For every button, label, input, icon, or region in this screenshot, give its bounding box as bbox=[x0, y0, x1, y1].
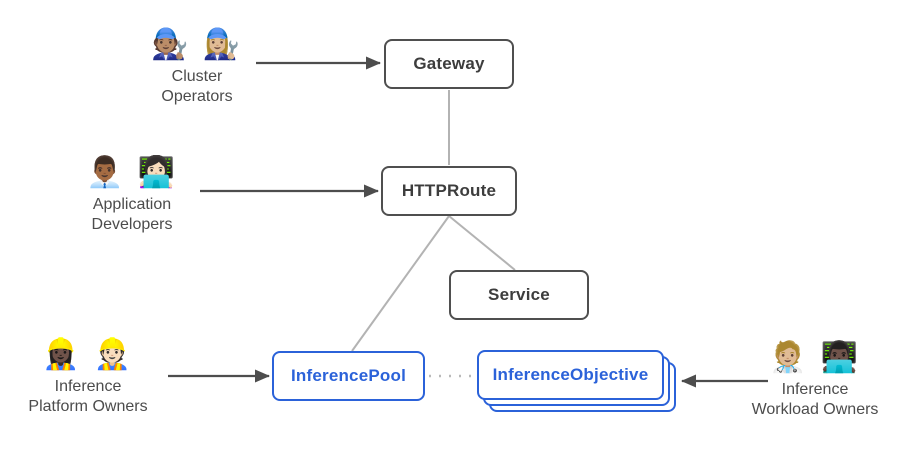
office-worker-technologist-emoji-icon: 👨🏾‍💼 👩🏻‍💻 bbox=[85, 156, 179, 189]
inference-pool-node: InferencePool bbox=[272, 351, 425, 401]
mechanics-emoji-icon: 🧑🏽‍🔧 👩🏼‍🔧 bbox=[150, 28, 244, 61]
inference-objective-node: InferenceObjective bbox=[477, 350, 664, 400]
inference-pool-node-label: InferencePool bbox=[290, 366, 407, 385]
gateway-node-label: Gateway bbox=[413, 54, 485, 73]
inference-workload-owners-actor: 🧑🏼‍⚕️ 👨🏿‍💻 Inference Workload Owners bbox=[727, 338, 902, 420]
inference-platform-owners-actor: 👷🏿‍♀️ 👷🏻 Inference Platform Owners bbox=[0, 335, 176, 417]
construction-workers-emoji-icon: 👷🏿‍♀️ 👷🏻 bbox=[41, 338, 135, 371]
service-node-label: Service bbox=[488, 285, 550, 304]
inference-platform-owners-label: Inference Platform Owners bbox=[28, 378, 148, 415]
application-developers-actor: 👨🏾‍💼 👩🏻‍💻 Application Developers bbox=[52, 153, 212, 235]
application-developers-label: Application Developers bbox=[91, 196, 173, 233]
httproute-inferencepool-connector bbox=[351, 215, 450, 352]
inference-workload-owners-label: Inference Workload Owners bbox=[751, 381, 879, 418]
inference-objective-node-label: InferenceObjective bbox=[492, 365, 649, 384]
gateway-node: Gateway bbox=[384, 39, 514, 89]
httproute-service-connector bbox=[448, 215, 516, 271]
scientist-technologist-emoji-icon: 🧑🏼‍⚕️ 👨🏿‍💻 bbox=[768, 341, 862, 374]
cluster-operators-label: Cluster Operators bbox=[161, 68, 233, 105]
httproute-node-label: HTTPRoute bbox=[401, 181, 497, 200]
httproute-node: HTTPRoute bbox=[381, 166, 517, 216]
cluster-operators-actor: 🧑🏽‍🔧 👩🏼‍🔧 Cluster Operators bbox=[117, 25, 277, 107]
service-node: Service bbox=[449, 270, 589, 320]
